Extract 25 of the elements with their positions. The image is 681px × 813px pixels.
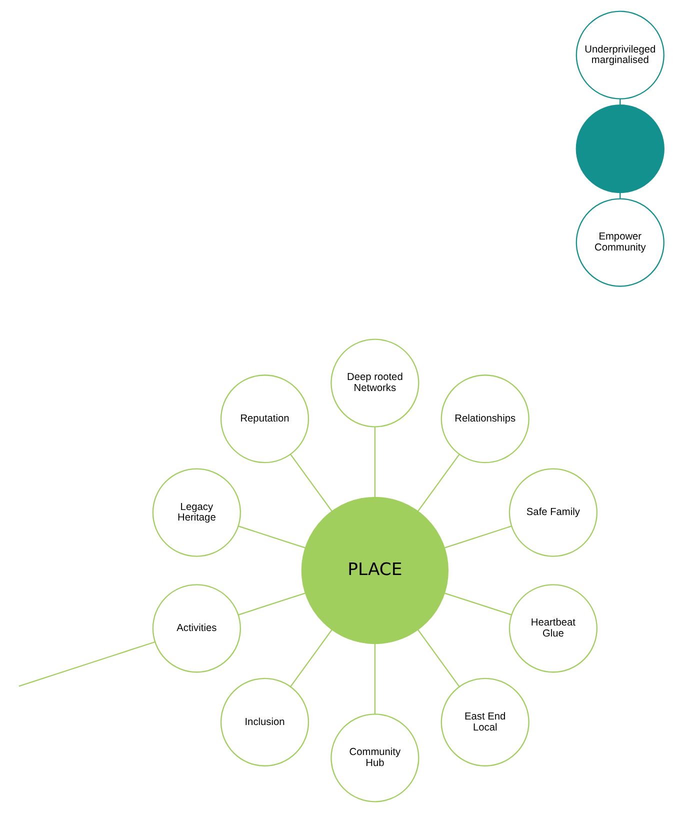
connector [290,454,332,512]
node-circle: PLACE [300,496,448,644]
node-circle: Reputation [220,374,309,464]
node-circle: Activities [152,584,240,673]
connector [444,592,512,616]
node-circle: Community Hub [330,714,419,802]
connector [417,629,460,687]
connector [374,644,376,714]
node-circle: Inclusion [220,678,309,766]
connector [417,454,460,512]
connector [18,641,155,687]
node-circle: Empower Community [575,198,664,287]
node-circle [575,104,664,194]
connector [238,526,305,548]
node-circle: East End Local [440,678,529,766]
connector [444,526,512,548]
node-circle: Safe Family [508,468,598,557]
node-circle: Legacy Heritage [152,468,240,557]
connector [290,629,332,687]
node-circle: Relationships [440,374,529,464]
node-circle: Heartbeat Glue [508,584,598,673]
connector [374,427,376,498]
node-circle: Underprivileged marginalised [575,10,664,100]
connector [238,592,305,616]
node-circle: Deep rooted Networks [330,338,419,428]
